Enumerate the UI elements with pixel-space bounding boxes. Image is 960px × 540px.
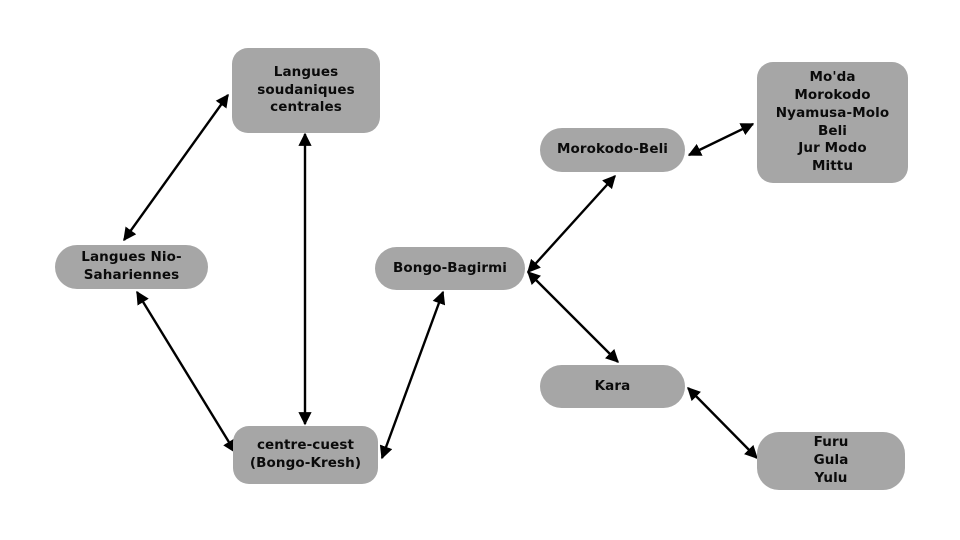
node-morokodo-beli[interactable]: Morokodo-Beli bbox=[540, 128, 685, 172]
edge-langues-nio-sahariennes-to-centre-cuest-bongo-kresh bbox=[135, 290, 237, 454]
edge-langues-nio-sahariennes-to-langues-soudaniques-centrales bbox=[123, 93, 229, 242]
node-kara[interactable]: Kara bbox=[540, 365, 685, 408]
node-label-furu-gula-yulu: Furu Gula Yulu bbox=[813, 434, 849, 486]
node-bongo-bagirmi[interactable]: Bongo-Bagirmi bbox=[375, 247, 525, 290]
node-label-kara: Kara bbox=[594, 377, 631, 394]
node-langues-nio-sahariennes[interactable]: Langues Nio- Sahariennes bbox=[55, 245, 208, 289]
node-label-bongo-bagirmi: Bongo-Bagirmi bbox=[392, 259, 508, 276]
node-label-moda-group: Mo'da Morokodo Nyamusa-Molo Beli Jur Mod… bbox=[775, 69, 890, 175]
node-centre-cuest-bongo-kresh[interactable]: centre-cuest (Bongo-Kresh) bbox=[233, 426, 378, 484]
edge-bongo-bagirmi-to-kara bbox=[527, 271, 619, 363]
node-langues-soudaniques-centrales[interactable]: Langues soudaniques centrales bbox=[232, 48, 380, 133]
node-moda-group[interactable]: Mo'da Morokodo Nyamusa-Molo Beli Jur Mod… bbox=[757, 62, 908, 183]
node-label-langues-soudaniques-centrales: Langues soudaniques centrales bbox=[257, 63, 355, 116]
edge-morokodo-beli-to-moda-group bbox=[687, 122, 755, 157]
node-furu-gula-yulu[interactable]: Furu Gula Yulu bbox=[757, 432, 905, 490]
node-label-morokodo-beli: Morokodo-Beli bbox=[556, 141, 669, 158]
edge-centre-cuest-bongo-kresh-to-bongo-bagirmi bbox=[379, 290, 446, 460]
edge-kara-to-furu-gula-yulu bbox=[687, 387, 758, 459]
edge-bongo-bagirmi-to-morokodo-beli bbox=[527, 175, 616, 273]
node-label-langues-nio-sahariennes: Langues Nio- Sahariennes bbox=[81, 249, 182, 283]
node-label-centre-cuest-bongo-kresh: centre-cuest (Bongo-Kresh) bbox=[249, 437, 362, 471]
